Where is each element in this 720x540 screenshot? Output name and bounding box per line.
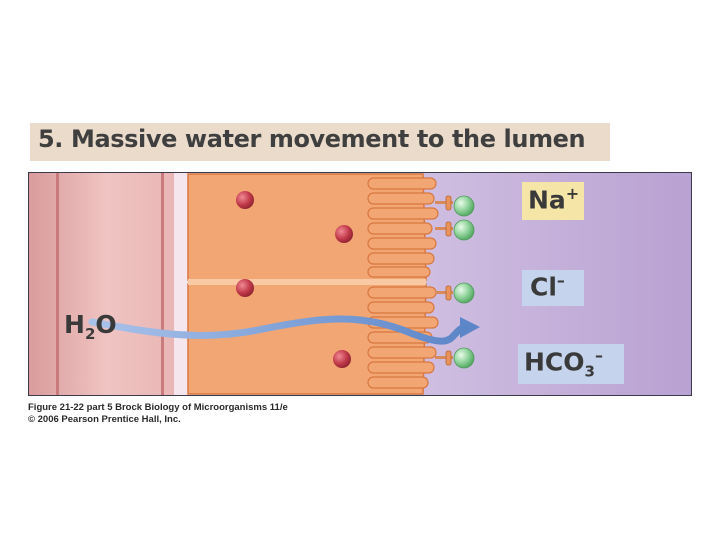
cl-ion-label: Cl– bbox=[530, 271, 565, 302]
tissue-region bbox=[28, 172, 186, 396]
caption-line-2: © 2006 Pearson Prentice Hall, Inc. bbox=[28, 414, 181, 425]
na-ion-box bbox=[522, 182, 584, 220]
diagram-title: 5. Massive water movement to the lumen bbox=[38, 125, 586, 153]
cell-junction bbox=[188, 279, 426, 285]
water-label: H2O bbox=[64, 310, 117, 343]
intracellular-particles bbox=[236, 191, 353, 368]
na-ion-label: Na+ bbox=[528, 184, 580, 215]
microvilli bbox=[367, 177, 439, 389]
hco3-ion-label: HCO3– bbox=[524, 346, 603, 381]
ion-channels bbox=[435, 195, 475, 369]
basement-membrane bbox=[174, 172, 188, 396]
figure-caption: Figure 21-22 part 5 Brock Biology of Mic… bbox=[28, 402, 288, 426]
vessel-wall-left bbox=[56, 172, 59, 396]
hco3-ion-box bbox=[518, 344, 624, 384]
caption-line-1: Figure 21-22 part 5 Brock Biology of Mic… bbox=[28, 402, 288, 413]
water-flow-arrow bbox=[88, 315, 480, 345]
title-bar bbox=[30, 123, 610, 161]
cl-ion-box bbox=[522, 270, 584, 306]
vessel-wall-right bbox=[161, 172, 164, 396]
diagram-panel: H2O Na+ Cl– HCO3– bbox=[28, 172, 692, 396]
